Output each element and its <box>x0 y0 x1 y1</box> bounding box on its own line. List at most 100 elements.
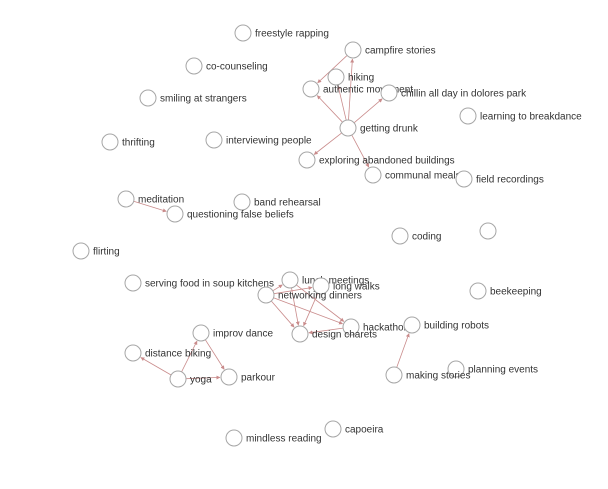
node-building-robots[interactable]: building robots <box>403 316 489 334</box>
node-circle[interactable] <box>403 316 421 334</box>
node-parkour[interactable]: parkour <box>220 368 276 386</box>
node-circle[interactable] <box>302 80 320 98</box>
node-networking-dinners[interactable]: networking dinners <box>257 286 362 304</box>
node-hackathons[interactable]: hackathons <box>342 318 414 336</box>
node-circle[interactable] <box>169 370 187 388</box>
node-circle[interactable] <box>344 41 362 59</box>
node-improv-dance[interactable]: improv dance <box>192 324 273 342</box>
node-label: distance biking <box>145 349 211 360</box>
node-label: band rehearsal <box>254 198 321 209</box>
node-label: capoeira <box>345 425 384 436</box>
node-label: making stories <box>406 371 470 382</box>
node-circle[interactable] <box>339 119 357 137</box>
node-circle[interactable] <box>220 368 238 386</box>
node-campfire-stories[interactable]: campfire stories <box>344 41 436 59</box>
node-circle[interactable] <box>324 420 342 438</box>
node-band-rehearsal[interactable]: band rehearsal <box>233 193 321 211</box>
node-mindless-reading[interactable]: mindless reading <box>225 429 322 447</box>
node-label: communal meals <box>385 171 461 182</box>
node-chillin[interactable]: chillin all day in dolores park <box>380 84 527 102</box>
node-circle[interactable] <box>447 360 465 378</box>
node-thrifting[interactable]: thrifting <box>101 133 155 151</box>
node-label: smiling at strangers <box>160 94 247 105</box>
node-communal-meals[interactable]: communal meals <box>364 166 461 184</box>
node-circle[interactable] <box>385 366 403 384</box>
node-design-charets[interactable]: design charets <box>291 325 377 343</box>
node-label: thrifting <box>122 138 155 149</box>
node-field-recordings[interactable]: field recordings <box>455 170 544 188</box>
node-label: hackathons <box>363 323 414 334</box>
node-circle[interactable] <box>459 107 477 125</box>
node-freestyle-rapping[interactable]: freestyle rapping <box>234 24 329 42</box>
node-circle[interactable] <box>117 190 135 208</box>
node-circle[interactable] <box>291 325 309 343</box>
node-circle[interactable] <box>233 193 251 211</box>
node-circle[interactable] <box>364 166 382 184</box>
node-label: getting drunk <box>360 124 419 135</box>
node-circle[interactable] <box>185 57 203 75</box>
node-questioning-false-beliefs[interactable]: questioning false beliefs <box>166 205 294 223</box>
edge-lunch-meetings-to-design-charets <box>291 287 300 326</box>
node-long-walks[interactable]: long walks <box>312 277 380 295</box>
node-meditation[interactable]: meditation <box>117 190 184 208</box>
node-circle[interactable] <box>225 429 243 447</box>
node-circle[interactable] <box>312 277 330 295</box>
edge-getting-drunk-to-communal-meals <box>351 134 370 168</box>
node-label: coding <box>412 232 441 243</box>
node-circle[interactable] <box>124 344 142 362</box>
node-making-stories[interactable]: making stories <box>385 366 470 384</box>
node-flirting[interactable]: flirting <box>72 242 120 260</box>
node-distance-biking[interactable]: distance biking <box>124 344 211 362</box>
node-getting-drunk[interactable]: getting drunk <box>339 119 419 137</box>
node-circle[interactable] <box>380 84 398 102</box>
edge-networking-dinners-to-lunch-meetings <box>272 284 283 292</box>
node-circle[interactable] <box>205 131 223 149</box>
node-label: planning events <box>468 365 538 376</box>
node-circle[interactable] <box>166 205 184 223</box>
node-circle[interactable] <box>455 170 473 188</box>
node-coding[interactable]: coding <box>391 227 441 245</box>
node-smiling-at-strangers[interactable]: smiling at strangers <box>139 89 247 107</box>
node-label: field recordings <box>476 175 544 186</box>
node-circle[interactable] <box>469 282 487 300</box>
node-label: beekeeping <box>490 287 542 298</box>
node-circle[interactable] <box>479 222 497 240</box>
node-circle[interactable] <box>234 24 252 42</box>
node-circle[interactable] <box>139 89 157 107</box>
node-learning-to-breakdance[interactable]: learning to breakdance <box>459 107 582 125</box>
node-label: meditation <box>138 195 184 206</box>
edge-improv-dance-to-parkour <box>204 339 225 370</box>
node-interviewing-people[interactable]: interviewing people <box>205 131 312 149</box>
node-label: yoga <box>190 375 212 386</box>
node-unlabeled[interactable] <box>479 222 497 240</box>
node-circle[interactable] <box>192 324 210 342</box>
node-authentic-movement[interactable]: authentic movement <box>302 80 413 98</box>
node-circle[interactable] <box>391 227 409 245</box>
node-label: mindless reading <box>246 434 322 445</box>
node-circle[interactable] <box>281 271 299 289</box>
node-circle[interactable] <box>327 68 345 86</box>
edge-making-stories-to-building-robots <box>396 333 410 368</box>
node-capoeira[interactable]: capoeira <box>324 420 384 438</box>
node-circle[interactable] <box>298 151 316 169</box>
edge-getting-drunk-to-hiking <box>336 85 347 121</box>
node-co-counseling[interactable]: co-counseling <box>185 57 268 75</box>
node-circle[interactable] <box>124 274 142 292</box>
node-serving-food[interactable]: serving food in soup kitchens <box>124 274 274 292</box>
node-circle[interactable] <box>72 242 90 260</box>
node-hiking[interactable]: hiking <box>327 68 374 86</box>
node-circle[interactable] <box>257 286 275 304</box>
node-circle[interactable] <box>342 318 360 336</box>
node-label: building robots <box>424 321 489 332</box>
node-beekeeping[interactable]: beekeeping <box>469 282 542 300</box>
node-exploring-abandoned-buildings[interactable]: exploring abandoned buildings <box>298 151 455 169</box>
node-label: lunch meetings <box>302 276 369 287</box>
node-lunch-meetings[interactable]: lunch meetings <box>281 271 369 289</box>
nodes-layer: freestyle rapping campfire stories co-coun… <box>72 24 582 447</box>
node-label: hiking <box>348 73 374 84</box>
node-label: co-counseling <box>206 62 268 73</box>
node-planning-events[interactable]: planning events <box>447 360 538 378</box>
node-label: parkour <box>241 373 276 384</box>
node-circle[interactable] <box>101 133 119 151</box>
node-yoga[interactable]: yoga <box>169 370 212 388</box>
